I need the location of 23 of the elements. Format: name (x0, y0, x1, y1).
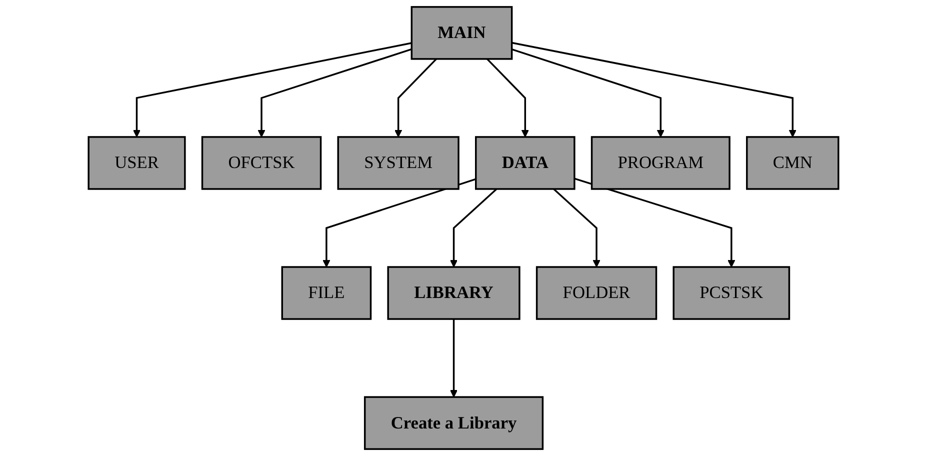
arrow (512, 48, 664, 138)
node-box: MAIN (410, 6, 513, 60)
node-box: Create a Library (364, 396, 544, 450)
node-box: CMN (746, 136, 840, 190)
node-box: OFCTSK (201, 136, 322, 190)
node-box: LIBRARY (387, 266, 520, 320)
node-box: FILE (281, 266, 372, 320)
arrow (553, 188, 600, 268)
arrow (512, 42, 796, 138)
node-box: DATA (475, 136, 576, 190)
arrow (486, 58, 529, 138)
arrow (132, 42, 412, 138)
arrow (258, 48, 412, 138)
node-box: SYSTEM (337, 136, 460, 190)
arrow (450, 188, 498, 268)
node-box: FOLDER (536, 266, 658, 320)
arrow (394, 58, 437, 138)
node-box: PCSTSK (672, 266, 790, 320)
node-box: USER (88, 136, 186, 190)
arrow (450, 319, 458, 398)
arrow (574, 178, 736, 268)
arrow (322, 178, 476, 268)
node-box: PROGRAM (590, 136, 730, 190)
